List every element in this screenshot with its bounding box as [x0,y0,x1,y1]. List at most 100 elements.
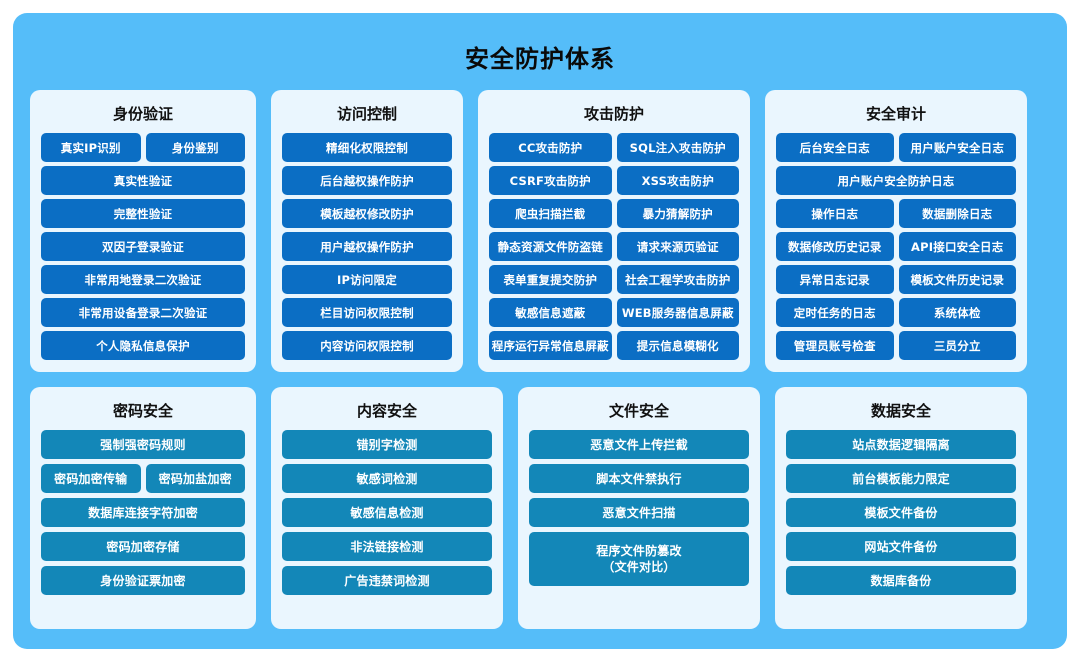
chip-异常日志记录[interactable]: 异常日志记录 [776,265,894,294]
chip-list: 真实IP识别身份鉴别真实性验证完整性验证双因子登录验证非常用地登录二次验证非常用… [41,133,245,360]
chip-站点数据逻辑隔离[interactable]: 站点数据逻辑隔离 [786,430,1016,459]
chip-api接口安全日志[interactable]: API接口安全日志 [898,232,1016,261]
chip-系统体检[interactable]: 系统体检 [898,298,1016,327]
chip-row: IP访问限定 [282,265,452,294]
chip-敏感词检测[interactable]: 敏感词检测 [282,464,492,493]
chip-请求来源页验证[interactable]: 请求来源页验证 [616,232,739,261]
chip-程序运行异常信息屏蔽[interactable]: 程序运行异常信息屏蔽 [489,331,612,360]
chip-强制强密码规则[interactable]: 强制强密码规则 [41,430,245,459]
chip-表单重复提交防护[interactable]: 表单重复提交防护 [489,265,612,294]
chip-栏目访问权限控制[interactable]: 栏目访问权限控制 [282,298,452,327]
chip-模板文件备份[interactable]: 模板文件备份 [786,498,1016,527]
chip-row: 密码加密存储 [41,532,245,561]
chip-密码加盐加密[interactable]: 密码加盐加密 [145,464,245,493]
chip-row: 后台安全日志用户账户安全日志 [776,133,1016,162]
chip-数据删除日志[interactable]: 数据删除日志 [898,199,1016,228]
chip-用户账户安全日志[interactable]: 用户账户安全日志 [898,133,1016,162]
chip-后台安全日志[interactable]: 后台安全日志 [776,133,894,162]
chip-密码加密存储[interactable]: 密码加密存储 [41,532,245,561]
chip-前台模板能力限定[interactable]: 前台模板能力限定 [786,464,1016,493]
chip-row: 表单重复提交防护社会工程学攻击防护 [489,265,739,294]
chip-row: 恶意文件扫描 [529,498,749,527]
chip-程序文件防篡改-文件对比-[interactable]: 程序文件防篡改（文件对比） [529,532,749,586]
chip-真实ip识别[interactable]: 真实IP识别 [41,133,141,162]
chip-row: 程序运行异常信息屏蔽提示信息模糊化 [489,331,739,360]
chip-row: 用户账户安全防护日志 [776,166,1016,195]
chip-个人隐私信息保护[interactable]: 个人隐私信息保护 [41,331,245,360]
chip-row: 恶意文件上传拦截 [529,430,749,459]
chip-row: 真实IP识别身份鉴别 [41,133,245,162]
card-title: 攻击防护 [583,105,644,123]
chip-xss攻击防护[interactable]: XSS攻击防护 [616,166,739,195]
card-数据安全: 数据安全站点数据逻辑隔离前台模板能力限定模板文件备份网站文件备份数据库备份 [775,387,1027,629]
chip-双因子登录验证[interactable]: 双因子登录验证 [41,232,245,261]
chip-身份验证票加密[interactable]: 身份验证票加密 [41,566,245,595]
chip-非常用地登录二次验证[interactable]: 非常用地登录二次验证 [41,265,245,294]
bottom-card-row: 密码安全强制强密码规则密码加密传输密码加盐加密数据库连接字符加密密码加密存储身份… [30,387,1050,629]
chip-数据修改历史记录[interactable]: 数据修改历史记录 [776,232,894,261]
chip-敏感信息遮蔽[interactable]: 敏感信息遮蔽 [489,298,612,327]
chip-list: 恶意文件上传拦截脚本文件禁执行恶意文件扫描程序文件防篡改（文件对比） [529,430,749,586]
chip-web服务器信息屏蔽[interactable]: WEB服务器信息屏蔽 [616,298,739,327]
card-title: 密码安全 [112,402,173,420]
chip-非法链接检测[interactable]: 非法链接检测 [282,532,492,561]
chip-网站文件备份[interactable]: 网站文件备份 [786,532,1016,561]
chip-暴力猜解防护[interactable]: 暴力猜解防护 [616,199,739,228]
chip-list: 错别字检测敏感词检测敏感信息检测非法链接检测广告违禁词检测 [282,430,492,595]
chip-三员分立[interactable]: 三员分立 [898,331,1016,360]
chip-row: 敏感词检测 [282,464,492,493]
chip-row: 非常用地登录二次验证 [41,265,245,294]
chip-sql注入攻击防护[interactable]: SQL注入攻击防护 [616,133,739,162]
card-访问控制: 访问控制精细化权限控制后台越权操作防护模板越权修改防护用户越权操作防护 IP访问限… [271,90,463,372]
chip-row: 非法链接检测 [282,532,492,561]
chip-脚本文件禁执行[interactable]: 脚本文件禁执行 [529,464,749,493]
chip-精细化权限控制[interactable]: 精细化权限控制 [282,133,452,162]
card-title: 安全审计 [865,105,926,123]
chip-爬虫扫描拦截[interactable]: 爬虫扫描拦截 [489,199,612,228]
card-title: 文件安全 [608,402,669,420]
card-title: 访问控制 [336,105,397,123]
chip-身份鉴别[interactable]: 身份鉴别 [145,133,245,162]
chip-csrf攻击防护[interactable]: CSRF攻击防护 [489,166,612,195]
chip-真实性验证[interactable]: 真实性验证 [41,166,245,195]
chip-模板文件历史记录[interactable]: 模板文件历史记录 [898,265,1016,294]
chip-管理员账号检查[interactable]: 管理员账号检查 [776,331,894,360]
chip-ip访问限定[interactable]: IP访问限定 [282,265,452,294]
chip-row: 数据库连接字符加密 [41,498,245,527]
chip-错别字检测[interactable]: 错别字检测 [282,430,492,459]
chip-敏感信息检测[interactable]: 敏感信息检测 [282,498,492,527]
chip-row: 内容访问权限控制 [282,331,452,360]
chip-row: 密码加密传输密码加盐加密 [41,464,245,493]
chip-完整性验证[interactable]: 完整性验证 [41,199,245,228]
chip-提示信息模糊化[interactable]: 提示信息模糊化 [616,331,739,360]
chip-list: 精细化权限控制后台越权操作防护模板越权修改防护用户越权操作防护 IP访问限定栏目访… [282,133,452,360]
chip-后台越权操作防护[interactable]: 后台越权操作防护 [282,166,452,195]
chip-定时任务的日志[interactable]: 定时任务的日志 [776,298,894,327]
chip-row: 用户越权操作防护 [282,232,452,261]
chip-row: 异常日志记录模板文件历史记录 [776,265,1016,294]
chip-恶意文件扫描[interactable]: 恶意文件扫描 [529,498,749,527]
chip-cc攻击防护[interactable]: CC攻击防护 [489,133,612,162]
chip-操作日志[interactable]: 操作日志 [776,199,894,228]
chip-恶意文件上传拦截[interactable]: 恶意文件上传拦截 [529,430,749,459]
chip-广告违禁词检测[interactable]: 广告违禁词检测 [282,566,492,595]
chip-社会工程学攻击防护[interactable]: 社会工程学攻击防护 [616,265,739,294]
chip-内容访问权限控制[interactable]: 内容访问权限控制 [282,331,452,360]
chip-非常用设备登录二次验证[interactable]: 非常用设备登录二次验证 [41,298,245,327]
chip-用户越权操作防护[interactable]: 用户越权操作防护 [282,232,452,261]
chip-静态资源文件防盗链[interactable]: 静态资源文件防盗链 [489,232,612,261]
chip-模板越权修改防护[interactable]: 模板越权修改防护 [282,199,452,228]
chip-row: 错别字检测 [282,430,492,459]
chip-密码加密传输[interactable]: 密码加密传输 [41,464,141,493]
chip-数据库备份[interactable]: 数据库备份 [786,566,1016,595]
chip-数据库连接字符加密[interactable]: 数据库连接字符加密 [41,498,245,527]
chip-用户账户安全防护日志[interactable]: 用户账户安全防护日志 [776,166,1016,195]
card-密码安全: 密码安全强制强密码规则密码加密传输密码加盐加密数据库连接字符加密密码加密存储身份… [30,387,256,629]
